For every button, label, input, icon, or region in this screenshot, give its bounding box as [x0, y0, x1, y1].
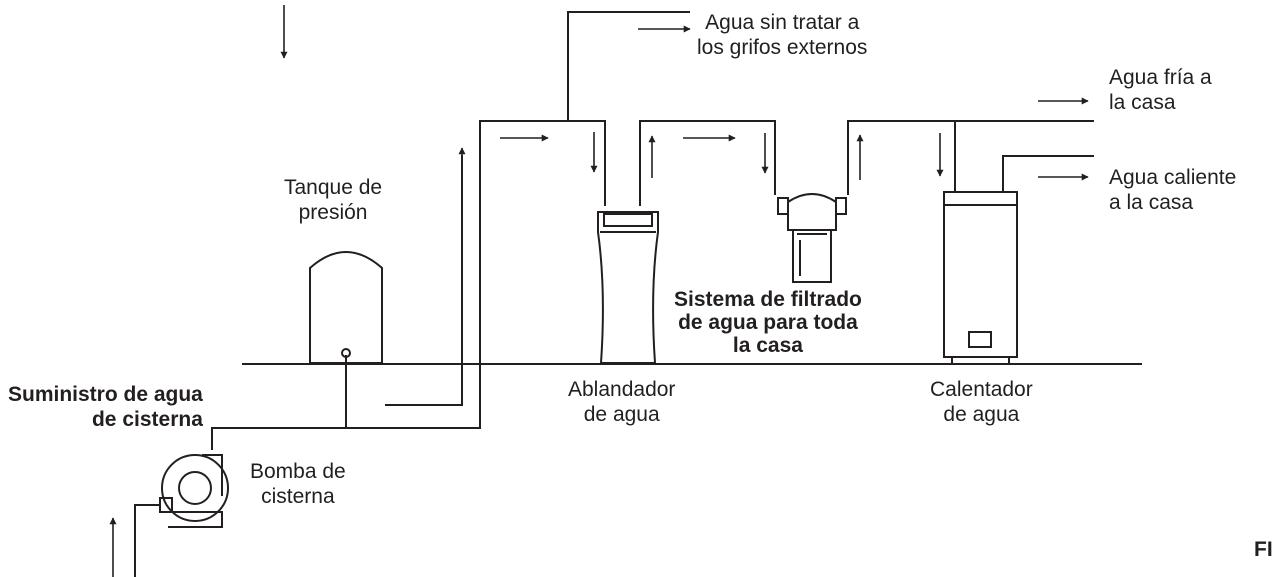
untreated-branch-pipe	[567, 11, 690, 121]
water-heater	[943, 191, 1018, 358]
cold-water-label: Agua fría a la casa	[1109, 66, 1212, 114]
heater-access-panel	[968, 331, 992, 348]
heater-label: Calentador de agua	[930, 378, 1033, 426]
pressure-tank-return	[385, 155, 463, 406]
supply-pipe	[134, 504, 160, 577]
untreated-water-label: Agua sin tratar a los grifos externos	[697, 11, 868, 59]
filter-unit	[777, 193, 847, 283]
tank-valve	[341, 348, 351, 358]
softener-to-filter-pipe	[639, 120, 776, 206]
pump-label: Bomba de cisterna	[250, 460, 346, 508]
filter-system-label: Sistema de filtrado de agua para toda la…	[674, 288, 862, 357]
figure-label: FI	[1254, 538, 1273, 561]
hot-water-pipe	[1002, 155, 1094, 192]
filter-to-heater-pipe	[847, 120, 1094, 195]
pressure-tank	[309, 251, 383, 364]
hot-water-label: Agua caliente a la casa	[1109, 166, 1237, 214]
cistern-pump	[159, 454, 229, 528]
pressure-tank-label: Tanque de presión	[284, 176, 383, 224]
softener-control-panel	[603, 213, 653, 227]
water-softener	[597, 211, 659, 364]
cistern-supply-label: Suministro de agua de cisterna	[8, 383, 203, 431]
softener-label: Ablandador de agua	[568, 378, 676, 426]
main-supply-pipe	[211, 120, 606, 450]
